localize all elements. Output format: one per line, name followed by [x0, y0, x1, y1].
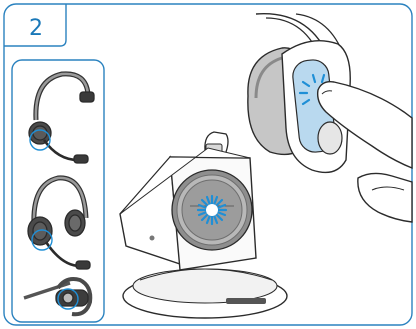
step-number: 2: [8, 8, 64, 48]
headset-binaural-icon: [28, 178, 90, 269]
base-station-icon: [120, 132, 287, 318]
headset-earhook-icon: [24, 279, 90, 314]
headset-monoaural-icon: [29, 74, 94, 163]
